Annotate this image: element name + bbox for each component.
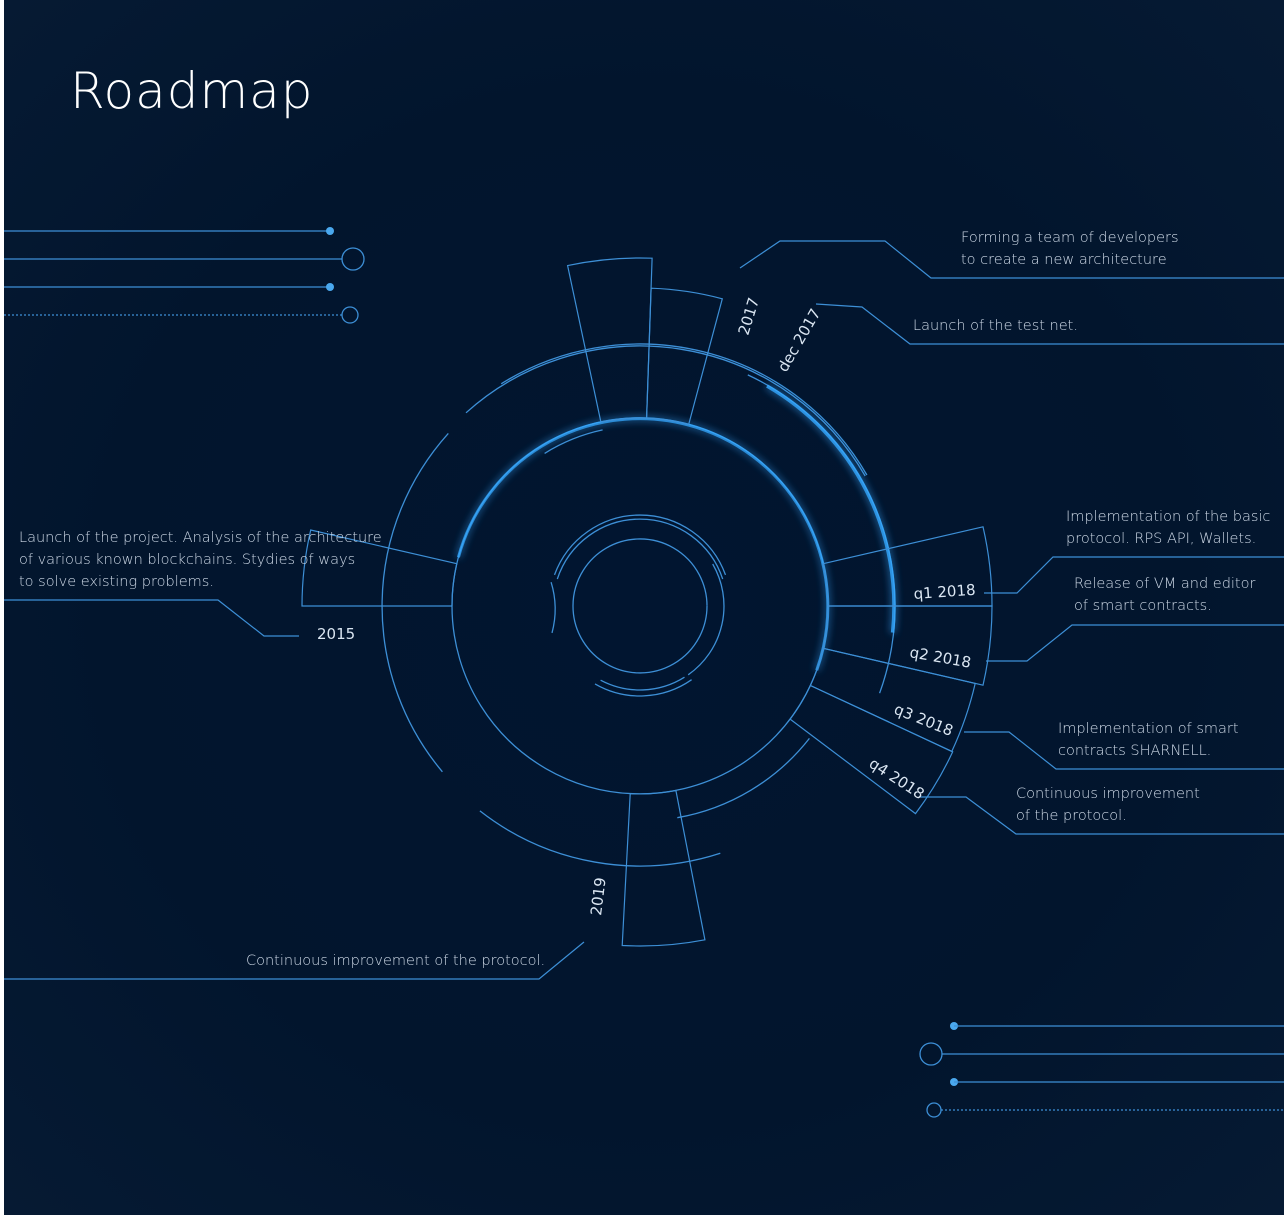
segment-q2-2018 bbox=[822, 605, 993, 686]
period-label-2019: 2019 bbox=[587, 876, 610, 916]
period-label-q1-2018: q1 2018 bbox=[913, 581, 976, 603]
inner-ring-arc-bottom bbox=[594, 679, 692, 697]
outer-ring-bottom-right bbox=[677, 737, 810, 819]
inner-ring-arc-right bbox=[687, 563, 725, 676]
outer-ring-top bbox=[465, 345, 866, 477]
description-q1-2018: Implementation of the basic protocol. RP… bbox=[1066, 509, 1271, 547]
page-title: Roadmap bbox=[70, 62, 314, 120]
segment-2015 bbox=[301, 529, 458, 607]
inner-ring-arc-left bbox=[550, 582, 556, 634]
inner-ring-arc-top-2 bbox=[556, 518, 724, 580]
description-q4-2018: Continuous improvement of the protocol. bbox=[1016, 786, 1200, 824]
period-label-q3-2018: q3 2018 bbox=[892, 700, 956, 740]
period-label-dec-2017: dec 2017 bbox=[774, 305, 825, 375]
roadmap-canvas: Roadmap bbox=[4, 0, 1284, 1215]
description-dec-2017: Launch of the test net. bbox=[913, 318, 1078, 334]
roadmap-diagram: 2015 2017 dec 2017 q1 2018 q2 2018 q3 20… bbox=[4, 227, 1284, 1118]
description-q2-2018: Release of VM and editor of smart contra… bbox=[1074, 576, 1256, 614]
description-q3-2018: Implementation of smart contracts SHARNE… bbox=[1058, 721, 1239, 759]
decor-lines-top-left bbox=[4, 227, 365, 324]
outer-ring-glow bbox=[766, 384, 896, 633]
outer-ring-left bbox=[381, 432, 449, 773]
outer-ring-right bbox=[747, 374, 896, 694]
description-2019: Continuous improvement of the protocol. bbox=[246, 953, 546, 969]
outer-ring-bottom bbox=[479, 810, 721, 867]
description-2015: Launch of the project. Analysis of the a… bbox=[19, 530, 382, 590]
central-dial bbox=[381, 343, 896, 867]
period-label-q4-2018: q4 2018 bbox=[866, 754, 928, 803]
middle-ring-glow bbox=[456, 417, 830, 671]
segment-dec-2017 bbox=[646, 287, 724, 426]
segment-2019 bbox=[621, 789, 706, 947]
outer-ring-top-2 bbox=[500, 343, 868, 476]
segment-2017 bbox=[566, 257, 653, 423]
period-label-q2-2018: q2 2018 bbox=[908, 643, 972, 671]
inner-ring-arc-bottom-2 bbox=[600, 676, 685, 691]
inner-ring-accent bbox=[544, 429, 603, 454]
inner-core-ring bbox=[572, 538, 708, 674]
description-2017: Forming a team of developers to create a… bbox=[961, 230, 1179, 268]
period-label-2017: 2017 bbox=[735, 295, 763, 337]
segment-q4-2018 bbox=[789, 684, 954, 815]
milestone-segments bbox=[301, 257, 993, 947]
inner-ring-arc-top bbox=[553, 514, 727, 576]
period-label-2015: 2015 bbox=[317, 625, 355, 643]
decor-lines-bottom-right bbox=[919, 1022, 1284, 1118]
leader-lines bbox=[4, 240, 1284, 980]
